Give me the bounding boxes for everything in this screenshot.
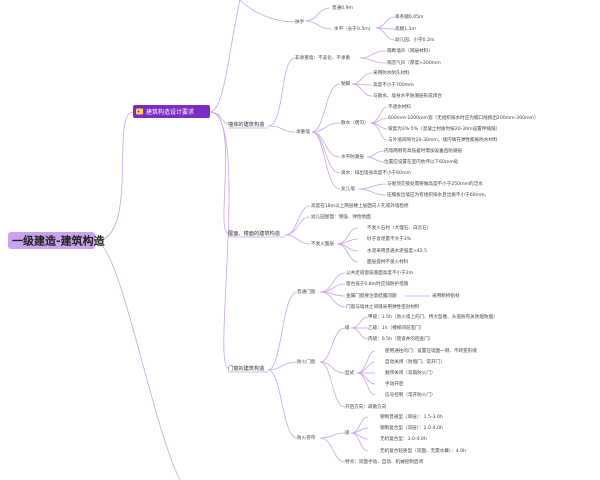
edge-root-down [94,240,181,480]
node-ordinary: 普通门窗 [297,288,316,295]
node-h-single: 单条腿0.05m [395,13,424,20]
node-fd-open: 开启方向：疏散方向 [345,403,387,410]
root-node-label: 一级建造-建筑构造 [12,234,106,248]
node-shutter: 防火卷帘 [297,434,316,441]
tag-icon [136,108,143,115]
node-dpc-2: 位置应设置在室内地坪以下60mm处 [384,158,459,165]
node-ap-4: 与外墙间隙为20-30mm，缝内填充弹性膨胀防水材料 [388,136,498,143]
root-node-box [8,232,95,249]
node-nb-sound: 隔音气声（厚度>200mm [387,59,441,66]
node-handrail: 扶手 [295,18,305,25]
node-ap-2: 600mm-1000mm宽（无组织排水时应为檐口线挑出200mm-300mm） [388,114,539,121]
node-od-4: 门窗与墙体之间缝采用弹性密封材料 [346,303,420,310]
node-pl-3: 与散水、墙身水平防潮层形成闭合 [373,92,442,99]
node-apron: 散水（明沟） [341,119,369,126]
node-door: 门窗的建筑构造 [228,364,265,372]
edge-branch-door [209,111,230,369]
node-fp-2: 砂子含泥量不大于3% [367,235,412,242]
node-h-high: 高腿1.1m [395,25,416,32]
node-sh-4: 无机复合轻质型（双面、无需水幕）：4.0h [380,447,466,454]
node-od-3b: 采用断桥铝材 [432,292,460,299]
node-bearing: 承重墙 [296,128,310,135]
node-fp-4: 面层提供不发火材料 [367,258,409,265]
node-roof: 屋面、楼面的建筑构造 [228,229,281,237]
node-fp-1: 不发火石材（大理石、白云石） [367,224,431,231]
node-drip: 滴水：排出墙身高度不小于60mm [341,169,411,176]
node-od-1: 公共走道窗扇底面高度不小于2m [346,269,414,276]
node-sh-grade: 级 [345,429,350,436]
node-sh-2: 钢制复合型（双层）：2.0-4.0h [380,424,443,431]
node-wall: 墙体的建筑构造 [228,120,265,128]
node-pp-2: 压檐板出墙应为有组织排水且出挑不小于60mm。 [387,191,489,198]
node-nb-sep: 隔断墙声（隔层材料） [387,47,433,54]
node-fd-b: 乙级：1h（楼梯间前室门） [368,324,424,331]
node-h-horizontal: 水平（长于0.5m） [334,25,373,32]
node-pp-1: 与屋顶交接处需要做高度不小于250mm的泛水 [387,180,483,187]
node-fire-door: 防火门窗 [297,358,316,365]
node-od-3: 金属门窗要注意结露问题 [346,292,397,299]
node-h-child: 幼儿园、小学0.2m [395,36,435,43]
node-sh-1: 钢制普通型（单层）：1.5-3.0h [380,413,443,420]
node-ft-3: 顺序关闭（双扇防火门） [385,369,436,376]
node-ap-1: 不透水材料 [388,103,411,110]
node-fd-grade: 级 [345,324,350,331]
node-fireproof: 不发火面层 [311,240,334,247]
node-pl-2: 高度不小于700mm [373,81,414,88]
node-plinth: 勒脚 [341,80,351,87]
node-fp-3: 水泥采用普通水泥强度>42.5 [367,247,427,254]
node-r-1: 高度在18m以上两层楼上层面向人孔或外墙检修 [311,202,409,209]
node-fd-c: 丙级：0.5h（管道井的检查门） [368,335,433,342]
edge-trunk-up [209,0,241,113]
node-dpc: 水平防潮层 [341,153,364,160]
node-ft-2: 自动关闭（防烟门、常开门） [385,358,445,365]
branch-node-label: 建筑构造设计要求 [146,108,194,116]
node-sh-3: 无机复合型：3.0-4.0h [380,435,427,442]
node-sh-note: 特点：双面手动、自动、机械控制启闭 [345,458,424,465]
branch-node-box [133,105,210,118]
node-nonbearing: 非承重墙：不美化、不承重 [295,54,351,61]
edge-root-branch [94,111,134,242]
node-parapet: 女儿墙 [341,185,355,192]
edge-branch-roof [209,111,229,234]
node-ft-4: 手动开启 [385,380,404,387]
node-dpc-1: 内墙两侧有高低差时需加设垂直防潮层 [384,147,463,154]
node-ap-3: 坡度为3%-5%（混凝土材质时按20-30m设置伸缩缝） [388,125,500,132]
node-h-normal: 普通0.9m [332,4,353,11]
node-fd-a: 甲级：1.5h（防火墙上的门、特大型楼、头道防有关防烟防烟） [368,313,498,320]
node-r-2: 幼儿园屋面：增强、弹性地面 [311,213,371,220]
node-ft-5: 信号控制（常开防火门） [385,391,436,398]
node-pl-1: 采用防水耐久材料 [373,69,410,76]
node-ft-1: 使用通往的门：设置在墙面一侧、不跨变形缝 [385,347,477,354]
node-od-2: 窗台低于0.8m时应加防护措施 [346,280,409,287]
node-fd-type: 型式 [345,369,355,376]
